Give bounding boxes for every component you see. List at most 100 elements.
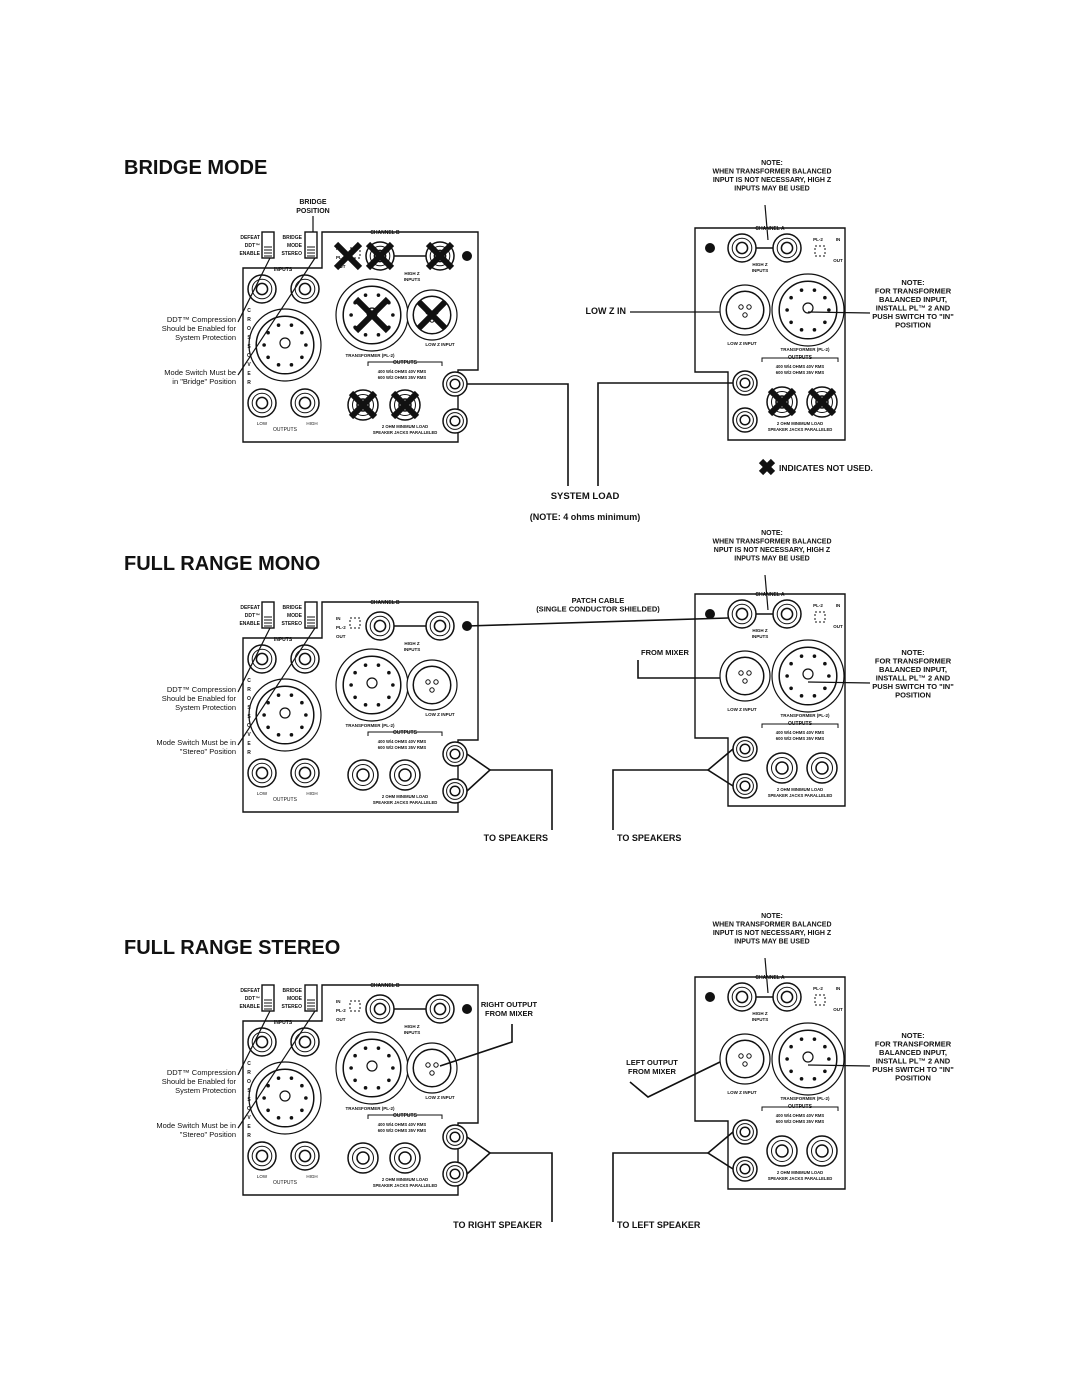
section-title-bridge: BRIDGE MODE <box>124 157 267 179</box>
label: INPUTS <box>404 647 421 652</box>
ddt-switch <box>261 601 275 629</box>
label: BRIDGE <box>283 235 303 241</box>
indicator-led-icon <box>462 1004 472 1014</box>
crossover-letter: S <box>247 705 251 711</box>
speaker-output-jack-icon <box>732 1119 758 1145</box>
label: PL-2 <box>813 986 823 991</box>
crossover-letter: O <box>247 696 251 702</box>
high-z-jack-icon <box>425 611 455 641</box>
ddt-note: Should be Enabled for <box>162 694 237 703</box>
speaker-output-jack-icon <box>442 408 468 434</box>
right-output-label: FROM MIXER <box>485 1009 533 1018</box>
label: 400 W/4 OHMS 40V RMS <box>378 739 427 744</box>
label: IN <box>836 603 841 608</box>
label: HIGH <box>306 421 317 426</box>
mode-switch <box>304 231 318 259</box>
high-z-jack-icon <box>772 599 802 629</box>
crossover-output-jack-icon <box>290 388 320 418</box>
not-used-x-icon <box>365 241 395 271</box>
ddt-switch <box>261 984 275 1012</box>
transformer-note: FOR TRANSFORMER <box>875 1040 952 1049</box>
label: OUTPUTS <box>273 1180 298 1186</box>
label: 600 W/2 OHMS 35V RMS <box>378 745 427 750</box>
label: OUT <box>833 624 843 629</box>
label: HIGH <box>306 791 317 796</box>
transformer-note: NOTE: <box>901 648 924 657</box>
label: 600 W/2 OHMS 35V RMS <box>776 1119 825 1124</box>
label: OUTPUTS <box>393 730 418 736</box>
low-z-xlr-icon <box>406 659 458 711</box>
crossover-output-jack-icon <box>247 1141 277 1171</box>
high-z-jack-icon <box>365 611 395 641</box>
label: LOW <box>257 421 268 426</box>
speaker-jack-icon <box>766 1135 798 1167</box>
label: PL-2 <box>813 603 823 608</box>
label: TRANSFORMER (PL-2) <box>781 347 830 352</box>
ddt-note: DDT™ Compression <box>167 315 236 324</box>
crossover-letter: O <box>247 723 251 729</box>
patch-cable-label: PATCH CABLE <box>572 596 625 605</box>
speaker-output-jack-icon <box>732 1156 758 1182</box>
label: IN <box>836 986 841 991</box>
crossover-letter: R <box>247 317 251 323</box>
label: IN <box>836 237 841 242</box>
label: MODE <box>287 243 303 249</box>
leader <box>807 681 871 684</box>
ddt-note: DDT™ Compression <box>167 1068 236 1077</box>
speaker-jack-icon <box>389 759 421 791</box>
crossover-output-jack-icon <box>247 388 277 418</box>
label: TRANSFORMER (PL-2) <box>346 353 395 358</box>
label: HIGH Z <box>752 1011 768 1016</box>
label: 600 W/2 OHMS 35V RMS <box>776 370 825 375</box>
not-used-x-icon <box>416 299 448 331</box>
label: OUT <box>336 1017 346 1022</box>
label: HIGH Z <box>404 1024 420 1029</box>
not-used-x-icon <box>353 296 391 334</box>
label: PL-2 <box>813 237 823 242</box>
crossover-letter: S <box>247 714 251 720</box>
crossover-output-jack-icon <box>247 758 277 788</box>
label: HIGH Z <box>404 641 420 646</box>
input-wire <box>629 1061 721 1098</box>
left-output-label: FROM MIXER <box>628 1067 676 1076</box>
transformer-note: BALANCED INPUT, <box>879 1048 947 1057</box>
label: LOW <box>257 1174 268 1179</box>
crossover-letter: V <box>247 1115 251 1121</box>
label: LOW Z INPUT <box>727 341 756 346</box>
transformer-note: POSITION <box>895 691 931 700</box>
crossover-letter: S <box>247 335 251 341</box>
label: HIGH Z <box>752 628 768 633</box>
speaker-wire <box>612 769 708 830</box>
crossover-letter: E <box>247 1124 251 1130</box>
bracket <box>761 357 839 362</box>
input-jack-icon <box>290 1027 320 1057</box>
label: INPUTS <box>752 268 769 273</box>
transformer-note: BALANCED INPUT, <box>879 295 947 304</box>
mode-switch <box>304 601 318 629</box>
pl2-slot <box>814 994 826 1006</box>
label: IN <box>336 999 341 1004</box>
ddt-note: Should be Enabled for <box>162 324 237 333</box>
leader <box>237 257 271 323</box>
high-z-jack-icon <box>727 233 757 263</box>
label: PL-2 <box>336 1008 346 1013</box>
high-z-note: INPUT IS NOT NECESSARY, HIGH Z <box>713 177 832 184</box>
speaker-output-jack-icon <box>732 736 758 762</box>
indicator-led-icon <box>705 992 715 1002</box>
high-z-note: WHEN TRANSFORMER BALANCED <box>713 922 832 929</box>
label: DDT™ <box>245 243 260 249</box>
bracket <box>367 731 443 736</box>
leader <box>807 1064 871 1067</box>
transformer-note: NOTE: <box>901 278 924 287</box>
not-used-x-icon <box>425 241 455 271</box>
speaker-output-jack-icon <box>442 741 468 767</box>
speaker-output-jack-icon <box>732 370 758 396</box>
speaker-output-jack-icon <box>732 773 758 799</box>
speaker-wire <box>490 1152 553 1222</box>
high-z-jack-icon <box>772 233 802 263</box>
label: LOW <box>257 791 268 796</box>
speaker-output-jack-icon <box>442 371 468 397</box>
ddt-switch <box>261 231 275 259</box>
ddt-note: System Protection <box>175 1086 236 1095</box>
label: OUTPUTS <box>393 1113 418 1119</box>
